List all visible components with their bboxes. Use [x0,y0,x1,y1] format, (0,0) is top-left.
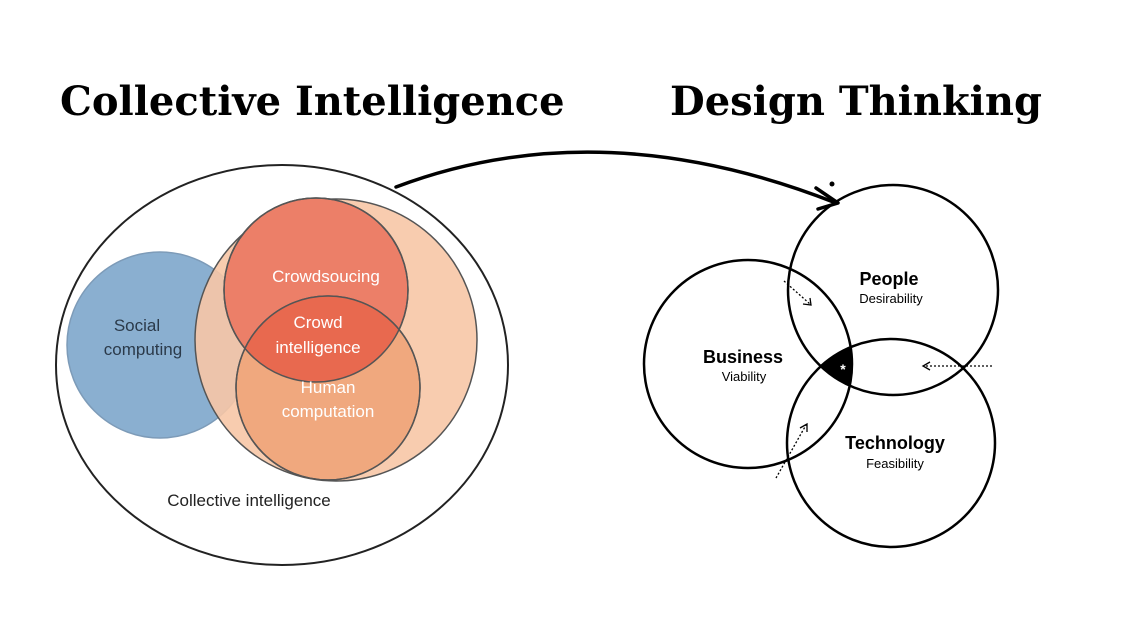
business-subtitle: Viability [722,369,767,384]
title-collective-intelligence: Collective Intelligence [60,78,565,125]
technology-title: Technology [845,433,945,453]
crowdsourcing-label: Crowdsoucing [272,267,380,286]
social-computing-label-line1: Social [114,316,160,335]
center-asterisk: * [840,361,846,377]
technology-subtitle: Feasibility [866,456,924,471]
connector-arrow-tick [829,181,835,187]
technology-circle [785,337,997,549]
social-computing-label-line2: computing [104,340,182,359]
people-circle [786,183,1000,397]
dotted-arrow-right [921,361,992,371]
title-design-thinking: Design Thinking [670,78,1042,125]
business-title: Business [703,347,783,367]
human-computation-label-line1: Human [301,378,356,397]
people-title: People [859,269,918,289]
connector-arrow-head [814,186,840,211]
human-computation-label-line2: computation [282,402,375,421]
crowd-intelligence-label-line2: intelligence [275,338,360,357]
dotted-arrow-top [783,280,812,306]
crowd-intelligence-label-line1: Crowd [293,313,342,332]
crowd-intelligence-overlap [236,296,408,382]
collective-intelligence-outer-label: Collective intelligence [167,491,330,510]
dotted-arrow-bottom [775,422,808,479]
connector-arrow [394,150,838,205]
people-subtitle: Desirability [859,291,923,306]
